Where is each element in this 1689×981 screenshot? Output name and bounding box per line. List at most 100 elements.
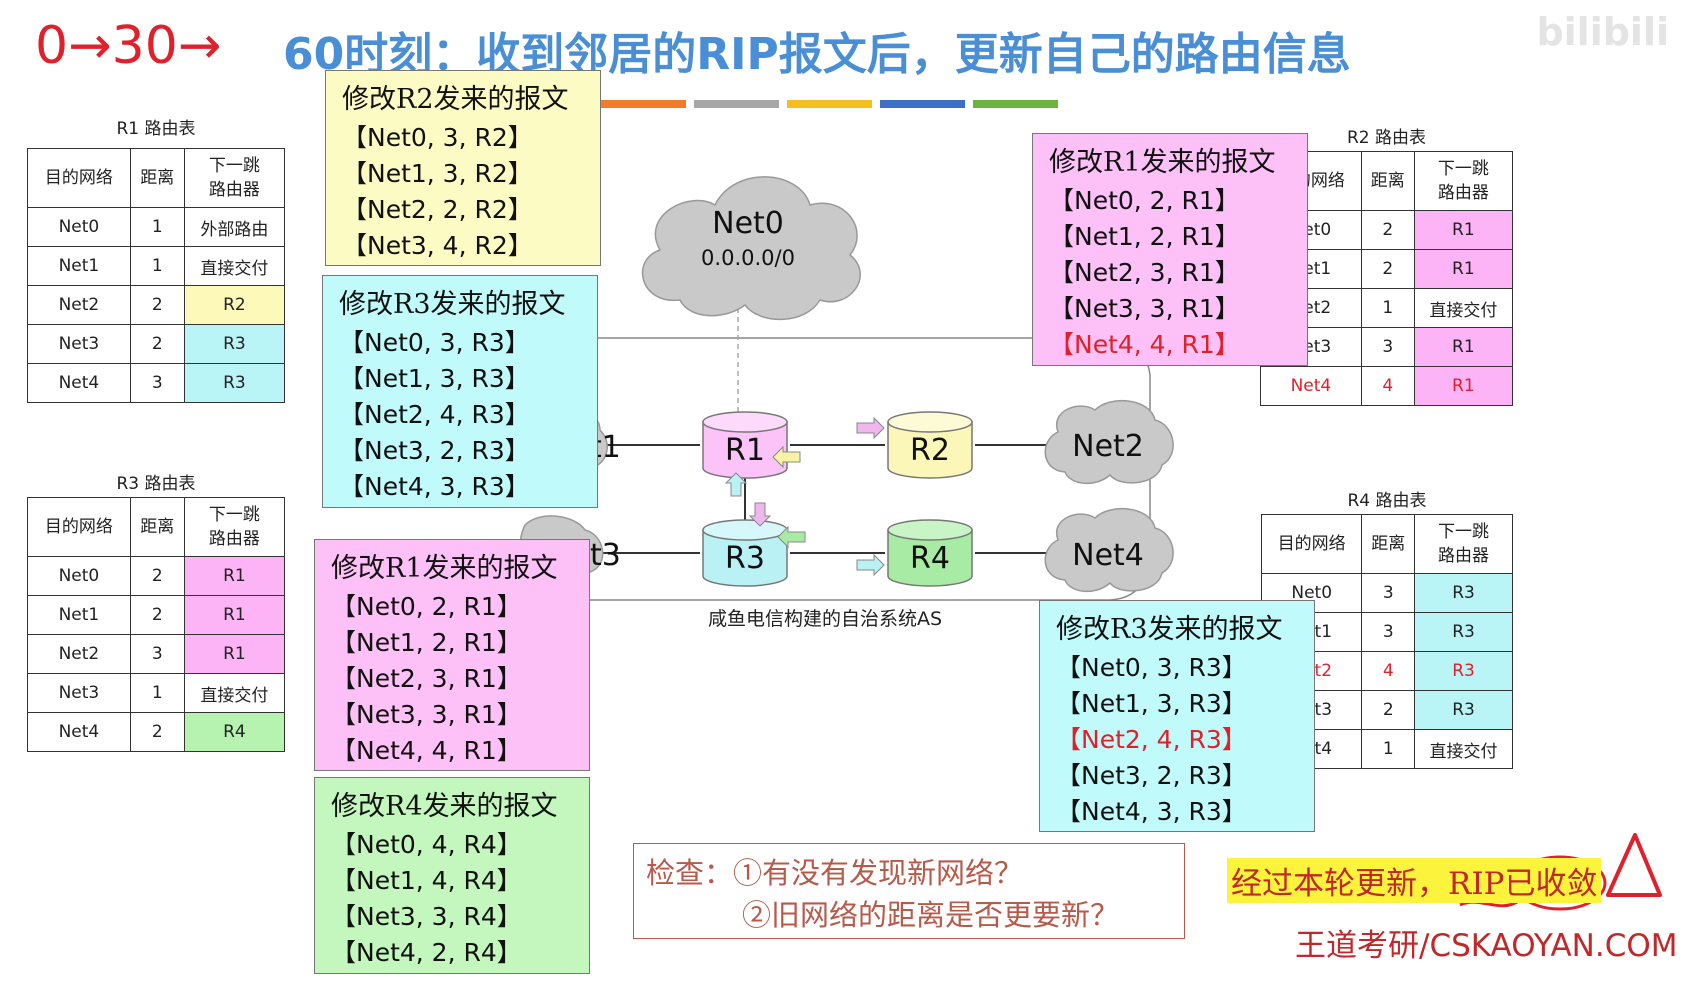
message-entry: 【Net2, 3, R1】 bbox=[1049, 258, 1240, 287]
next-hop-cell: R3 bbox=[1414, 651, 1513, 691]
message-title: 修改R2发来的报文 bbox=[342, 84, 569, 115]
router-r1: R1 bbox=[702, 411, 788, 479]
router-r3: R3 bbox=[702, 519, 788, 587]
table-header-cell: 目的网络 bbox=[27, 148, 131, 208]
next-hop-cell: 直接交付 bbox=[183, 673, 286, 713]
r2-table-caption: R2 路由表 bbox=[1346, 128, 1427, 148]
message-entry: 【Net4, 4, R1】 bbox=[331, 736, 522, 765]
message-entry: 【Net2, 4, R3】 bbox=[339, 400, 530, 429]
dest-network-cell: Net3 bbox=[27, 324, 131, 364]
next-hop-cell: R1 bbox=[1413, 366, 1514, 406]
dest-network-cell: Net1 bbox=[27, 595, 131, 635]
table-header-cell: 距离 bbox=[129, 497, 185, 557]
table-row: Net41直接交付 bbox=[1260, 729, 1513, 769]
net2-label: Net2 bbox=[1072, 429, 1144, 464]
message-entry: 【Net4, 4, R1】 bbox=[1049, 330, 1240, 359]
distance-cell: 4 bbox=[1360, 366, 1415, 406]
message-entry: 【Net1, 3, R3】 bbox=[339, 364, 530, 393]
arrow-r1-to-r3-icon bbox=[748, 502, 772, 527]
net2-cloud: Net2 bbox=[1044, 399, 1174, 484]
table-header-cell: 下一跳路由器 bbox=[1414, 514, 1513, 574]
check-questions-box: 检查：①有没有发现新网络？ ②旧网络的距离是否更要新？ bbox=[633, 843, 1185, 939]
arrow-r1-to-r2-icon bbox=[856, 416, 885, 440]
next-hop-cell: 外部路由 bbox=[183, 207, 286, 247]
net0-cloud: Net0 0.0.0.0/0 bbox=[641, 176, 861, 321]
triangle-mark-icon bbox=[1606, 833, 1662, 897]
router-r2: R2 bbox=[887, 411, 973, 479]
distance-cell: 4 bbox=[1361, 651, 1416, 691]
r4-table-caption: R4 路由表 bbox=[1347, 491, 1427, 511]
table-header-cell: 下一跳路由器 bbox=[183, 148, 286, 208]
next-hop-cell: R2 bbox=[183, 285, 286, 325]
legend-color-bar bbox=[973, 100, 1058, 108]
step-to: 30 bbox=[111, 16, 178, 76]
arrow-r4-to-r3-icon bbox=[777, 525, 806, 549]
message-entry: 【Net0, 4, R4】 bbox=[331, 830, 522, 859]
distance-cell: 2 bbox=[1360, 249, 1415, 289]
msg-box-r4-to-r3: 修改R4发来的报文【Net0, 4, R4】【Net1, 4, R4】【Net3… bbox=[314, 777, 590, 974]
dest-network-cell: Net4 bbox=[27, 712, 131, 752]
brand-footer: 王道考研/CSKAOYAN.COM bbox=[1295, 928, 1678, 964]
message-entry: 【Net2, 3, R1】 bbox=[331, 664, 522, 693]
message-entry: 【Net0, 3, R3】 bbox=[339, 328, 530, 357]
message-entry: 【Net0, 3, R2】 bbox=[342, 123, 533, 152]
distance-cell: 3 bbox=[1360, 327, 1415, 367]
watermark-logo: bilibili bbox=[1536, 10, 1669, 54]
step-arrow-1: → bbox=[68, 16, 112, 76]
table-header-cell: 距离 bbox=[1361, 514, 1416, 574]
message-entry: 【Net3, 2, R3】 bbox=[339, 436, 530, 465]
step-arrow-2: → bbox=[177, 16, 222, 76]
message-entry: 【Net3, 3, R1】 bbox=[331, 700, 522, 729]
check-question-2: ②旧网络的距离是否更要新？ bbox=[742, 898, 1120, 932]
next-hop-cell: R4 bbox=[183, 712, 286, 752]
step-from: 0 bbox=[35, 16, 69, 76]
arrow-r2-to-r1-icon bbox=[772, 445, 801, 469]
message-entry: 【Net0, 3, R3】 bbox=[1056, 653, 1247, 682]
distance-cell: 3 bbox=[129, 363, 185, 403]
router-r4: R4 bbox=[887, 519, 973, 587]
net4-label: Net4 bbox=[1072, 538, 1144, 573]
next-hop-cell: R3 bbox=[183, 324, 286, 364]
message-title: 修改R3发来的报文 bbox=[1056, 614, 1283, 645]
as-label: 咸鱼电信构建的自治系统AS bbox=[708, 608, 942, 630]
next-hop-cell: R1 bbox=[183, 595, 286, 635]
msg-box-r3-to-r1: 修改R3发来的报文【Net0, 3, R3】【Net1, 3, R3】【Net2… bbox=[322, 275, 598, 508]
msg-box-r2-to-r1: 修改R2发来的报文【Net0, 3, R2】【Net1, 3, R2】【Net2… bbox=[325, 70, 601, 266]
legend-color-bar bbox=[880, 100, 965, 108]
r3-table-caption: R3 路由表 bbox=[116, 474, 196, 494]
distance-cell: 2 bbox=[129, 712, 185, 752]
arrow-r3-to-r4-icon bbox=[856, 553, 885, 577]
converged-note: 经过本轮更新，RIP已收敛 bbox=[1227, 858, 1602, 903]
message-title: 修改R4发来的报文 bbox=[331, 791, 558, 822]
next-hop-cell: R1 bbox=[1413, 327, 1514, 367]
message-entry: 【Net1, 2, R1】 bbox=[331, 628, 522, 657]
message-entry: 【Net3, 2, R3】 bbox=[1056, 761, 1247, 790]
r1-table-caption: R1 路由表 bbox=[116, 119, 196, 139]
distance-cell: 1 bbox=[1360, 288, 1415, 328]
next-hop-cell: 直接交付 bbox=[1414, 729, 1513, 769]
router-r3-label: R3 bbox=[725, 541, 765, 576]
next-hop-cell: R1 bbox=[1413, 249, 1514, 289]
router-r2-label: R2 bbox=[910, 433, 950, 468]
table-header-cell: 下一跳路由器 bbox=[1413, 151, 1514, 211]
distance-cell: 2 bbox=[1360, 210, 1415, 250]
next-hop-cell: R1 bbox=[183, 634, 286, 674]
msg-box-r1-to-r2: 修改R1发来的报文【Net0, 2, R1】【Net1, 2, R1】【Net2… bbox=[1032, 133, 1308, 366]
message-entry: 【Net1, 4, R4】 bbox=[331, 866, 522, 895]
message-title: 修改R3发来的报文 bbox=[339, 289, 566, 320]
dest-network-cell: Net3 bbox=[27, 673, 131, 713]
table-header-cell: 距离 bbox=[1360, 151, 1415, 211]
distance-cell: 1 bbox=[129, 246, 185, 286]
dest-network-cell: Net2 bbox=[27, 285, 131, 325]
message-entry: 【Net4, 3, R3】 bbox=[339, 472, 530, 501]
next-hop-cell: R1 bbox=[1413, 210, 1514, 250]
message-entry: 【Net1, 2, R1】 bbox=[1049, 222, 1240, 251]
